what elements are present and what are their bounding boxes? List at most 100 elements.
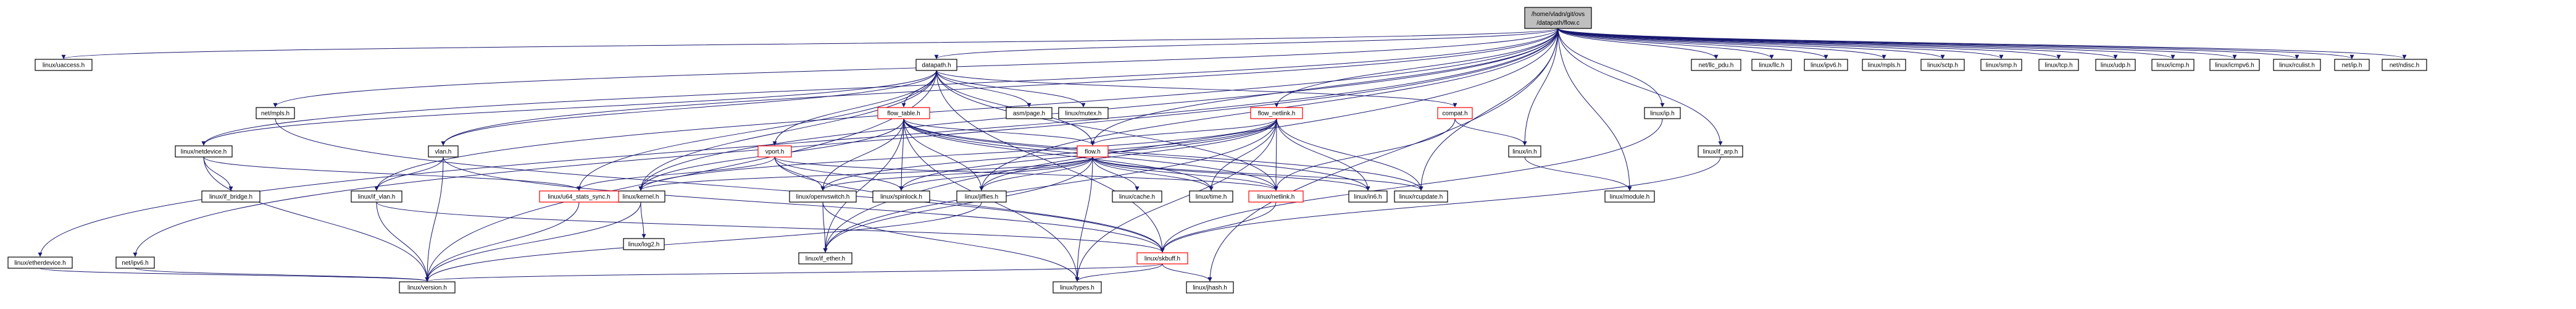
edge-flow-c-to-if-vlan xyxy=(374,28,1559,191)
node-box xyxy=(872,190,930,203)
node-smp[interactable]: linux/smp.h xyxy=(1980,59,2022,71)
node-mutex[interactable]: linux/mutex.h xyxy=(1058,107,1109,119)
node-vport[interactable]: vport.h xyxy=(757,145,792,158)
edge-etherdevice-to-version xyxy=(40,268,430,282)
edge-vlan-to-if-vlan xyxy=(374,156,444,191)
node-label: linux/openvswitch.h xyxy=(796,194,850,201)
node-module[interactable]: linux/module.h xyxy=(1604,190,1655,203)
nodes-layer: /home/vladn/git/ovs /datapath/flow.c lin… xyxy=(7,7,2427,294)
node-icmpv6[interactable]: linux/icmpv6.h xyxy=(2209,59,2260,71)
node-net-ndisc[interactable]: net/ndisc.h xyxy=(2382,59,2427,71)
node-spinlock[interactable]: linux/spinlock.h xyxy=(872,190,930,203)
node-etherdevice[interactable]: linux/etherdevice.h xyxy=(7,256,73,269)
node-net-ip[interactable]: net/ip.h xyxy=(2334,59,2370,71)
node-openvswitch[interactable]: linux/openvswitch.h xyxy=(789,190,857,203)
node-datapath[interactable]: datapath.h xyxy=(915,59,957,71)
node-box xyxy=(1052,281,1102,294)
node-in[interactable]: linux/in.h xyxy=(1508,145,1541,158)
node-vlan[interactable]: vlan.h xyxy=(428,145,459,158)
edge-flow-to-kernel xyxy=(638,156,1093,191)
edge-flow-c-to-etherdevice xyxy=(38,28,1559,257)
edge-flow-c-to-in xyxy=(1522,28,1559,146)
root-label-line-1: /home/vladn/git/ovs xyxy=(1532,11,1585,18)
node-in6[interactable]: linux/in6.h xyxy=(1348,190,1388,203)
node-label: flow.h xyxy=(1085,149,1101,156)
node-label: linux/u64_stats_sync.h xyxy=(548,194,610,201)
edge-flow-c-to-rcupdate xyxy=(1419,28,1559,191)
node-flow-table[interactable]: flow_table.h xyxy=(877,107,930,119)
node-types[interactable]: linux/types.h xyxy=(1052,281,1102,294)
node-label: linux/tcp.h xyxy=(2045,62,2072,69)
edge-flow-c-to-icmpv6 xyxy=(1557,28,2237,59)
node-if-vlan[interactable]: linux/if_vlan.h xyxy=(351,190,402,203)
edge-flow-c-to-net-ipv6 xyxy=(133,28,1559,257)
node-flow[interactable]: flow.h xyxy=(1077,145,1109,158)
node-label: linux/rcupdate.h xyxy=(1399,194,1443,201)
node-box xyxy=(877,107,930,119)
node-rcupdate[interactable]: linux/rcupdate.h xyxy=(1394,190,1448,203)
node-icmp[interactable]: linux/icmp.h xyxy=(2151,59,2195,71)
node-ip[interactable]: linux/ip.h xyxy=(1644,107,1681,119)
node-flow-c[interactable]: /home/vladn/git/ovs /datapath/flow.c xyxy=(1524,7,1592,29)
node-if-bridge[interactable]: linux/if_bridge.h xyxy=(201,190,261,203)
edge-flow-c-to-netdevice xyxy=(201,28,1559,146)
node-net-mpls[interactable]: net/mpls.h xyxy=(256,107,295,119)
edge-flow-netlink-to-flow xyxy=(1090,118,1277,146)
node-label: linux/kernel.h xyxy=(623,194,659,201)
node-label: linux/udp.h xyxy=(2101,62,2130,69)
node-if-ether[interactable]: linux/if_ether.h xyxy=(798,252,852,265)
node-box xyxy=(1248,190,1304,203)
edge-flow-to-netlink xyxy=(1092,156,1278,191)
node-ipv6[interactable]: linux/ipv6.h xyxy=(1804,59,1848,71)
node-tcp[interactable]: linux/tcp.h xyxy=(2038,59,2079,71)
node-kernel[interactable]: linux/kernel.h xyxy=(616,190,665,203)
node-label: linux/llc.h xyxy=(1759,62,1784,69)
node-compat[interactable]: compat.h xyxy=(1437,107,1473,119)
edge-flow-netlink-to-in6 xyxy=(1276,118,1370,191)
node-box xyxy=(256,107,295,119)
node-label: net/llc_pdu.h xyxy=(1699,62,1734,69)
node-box xyxy=(1508,145,1541,158)
node-udp[interactable]: linux/udp.h xyxy=(2095,59,2136,71)
edge-flow-to-jiffies xyxy=(979,156,1093,191)
node-net-ipv6[interactable]: net/ipv6.h xyxy=(115,256,155,269)
node-box xyxy=(1437,107,1473,119)
node-skbuff[interactable]: linux/skbuff.h xyxy=(1136,252,1188,265)
edge-flow-netlink-to-kernel xyxy=(638,118,1277,191)
node-jiffies[interactable]: linux/jiffies.h xyxy=(956,190,1007,203)
node-box xyxy=(1189,190,1233,203)
node-label: linux/etherdevice.h xyxy=(14,260,65,267)
node-box xyxy=(1862,59,1906,71)
node-box xyxy=(789,190,857,203)
node-box xyxy=(1394,190,1448,203)
node-box xyxy=(7,256,73,269)
node-flow-netlink[interactable]: flow_netlink.h xyxy=(1250,107,1303,119)
node-rculist[interactable]: linux/rculist.h xyxy=(2273,59,2321,71)
node-jhash[interactable]: linux/jhash.h xyxy=(1186,281,1234,294)
node-net-llc-pdu[interactable]: net/llc_pdu.h xyxy=(1691,59,1741,71)
node-log2[interactable]: linux/log2.h xyxy=(623,238,665,250)
node-if-arp[interactable]: linux/if_arp.h xyxy=(1698,145,1743,158)
edge-flow-to-openvswitch xyxy=(820,156,1093,191)
node-box xyxy=(915,59,957,71)
node-netlink[interactable]: linux/netlink.h xyxy=(1248,190,1304,203)
node-asm-page[interactable]: asm/page.h xyxy=(1006,107,1052,119)
edge-flow-table-to-rcupdate xyxy=(903,118,1423,191)
node-box xyxy=(35,59,93,71)
node-box xyxy=(2334,59,2370,71)
node-label: vlan.h xyxy=(435,149,452,156)
edge-flow-c-to-if-arp xyxy=(1557,28,1723,146)
node-sctp[interactable]: linux/sctp.h xyxy=(1920,59,1965,71)
node-mpls[interactable]: linux/mpls.h xyxy=(1862,59,1906,71)
edge-flow-to-time xyxy=(1092,156,1214,191)
node-box xyxy=(798,252,852,265)
node-time[interactable]: linux/time.h xyxy=(1189,190,1233,203)
node-llc[interactable]: linux/llc.h xyxy=(1751,59,1792,71)
node-cache[interactable]: linux/cache.h xyxy=(1112,190,1162,203)
node-version[interactable]: linux/version.h xyxy=(399,281,456,294)
edge-flow-c-to-jhash xyxy=(1207,28,1559,282)
node-netdevice[interactable]: linux/netdevice.h xyxy=(175,145,233,158)
node-uaccess[interactable]: linux/uaccess.h xyxy=(35,59,93,71)
node-u64-stats-sync[interactable]: linux/u64_stats_sync.h xyxy=(539,190,619,203)
